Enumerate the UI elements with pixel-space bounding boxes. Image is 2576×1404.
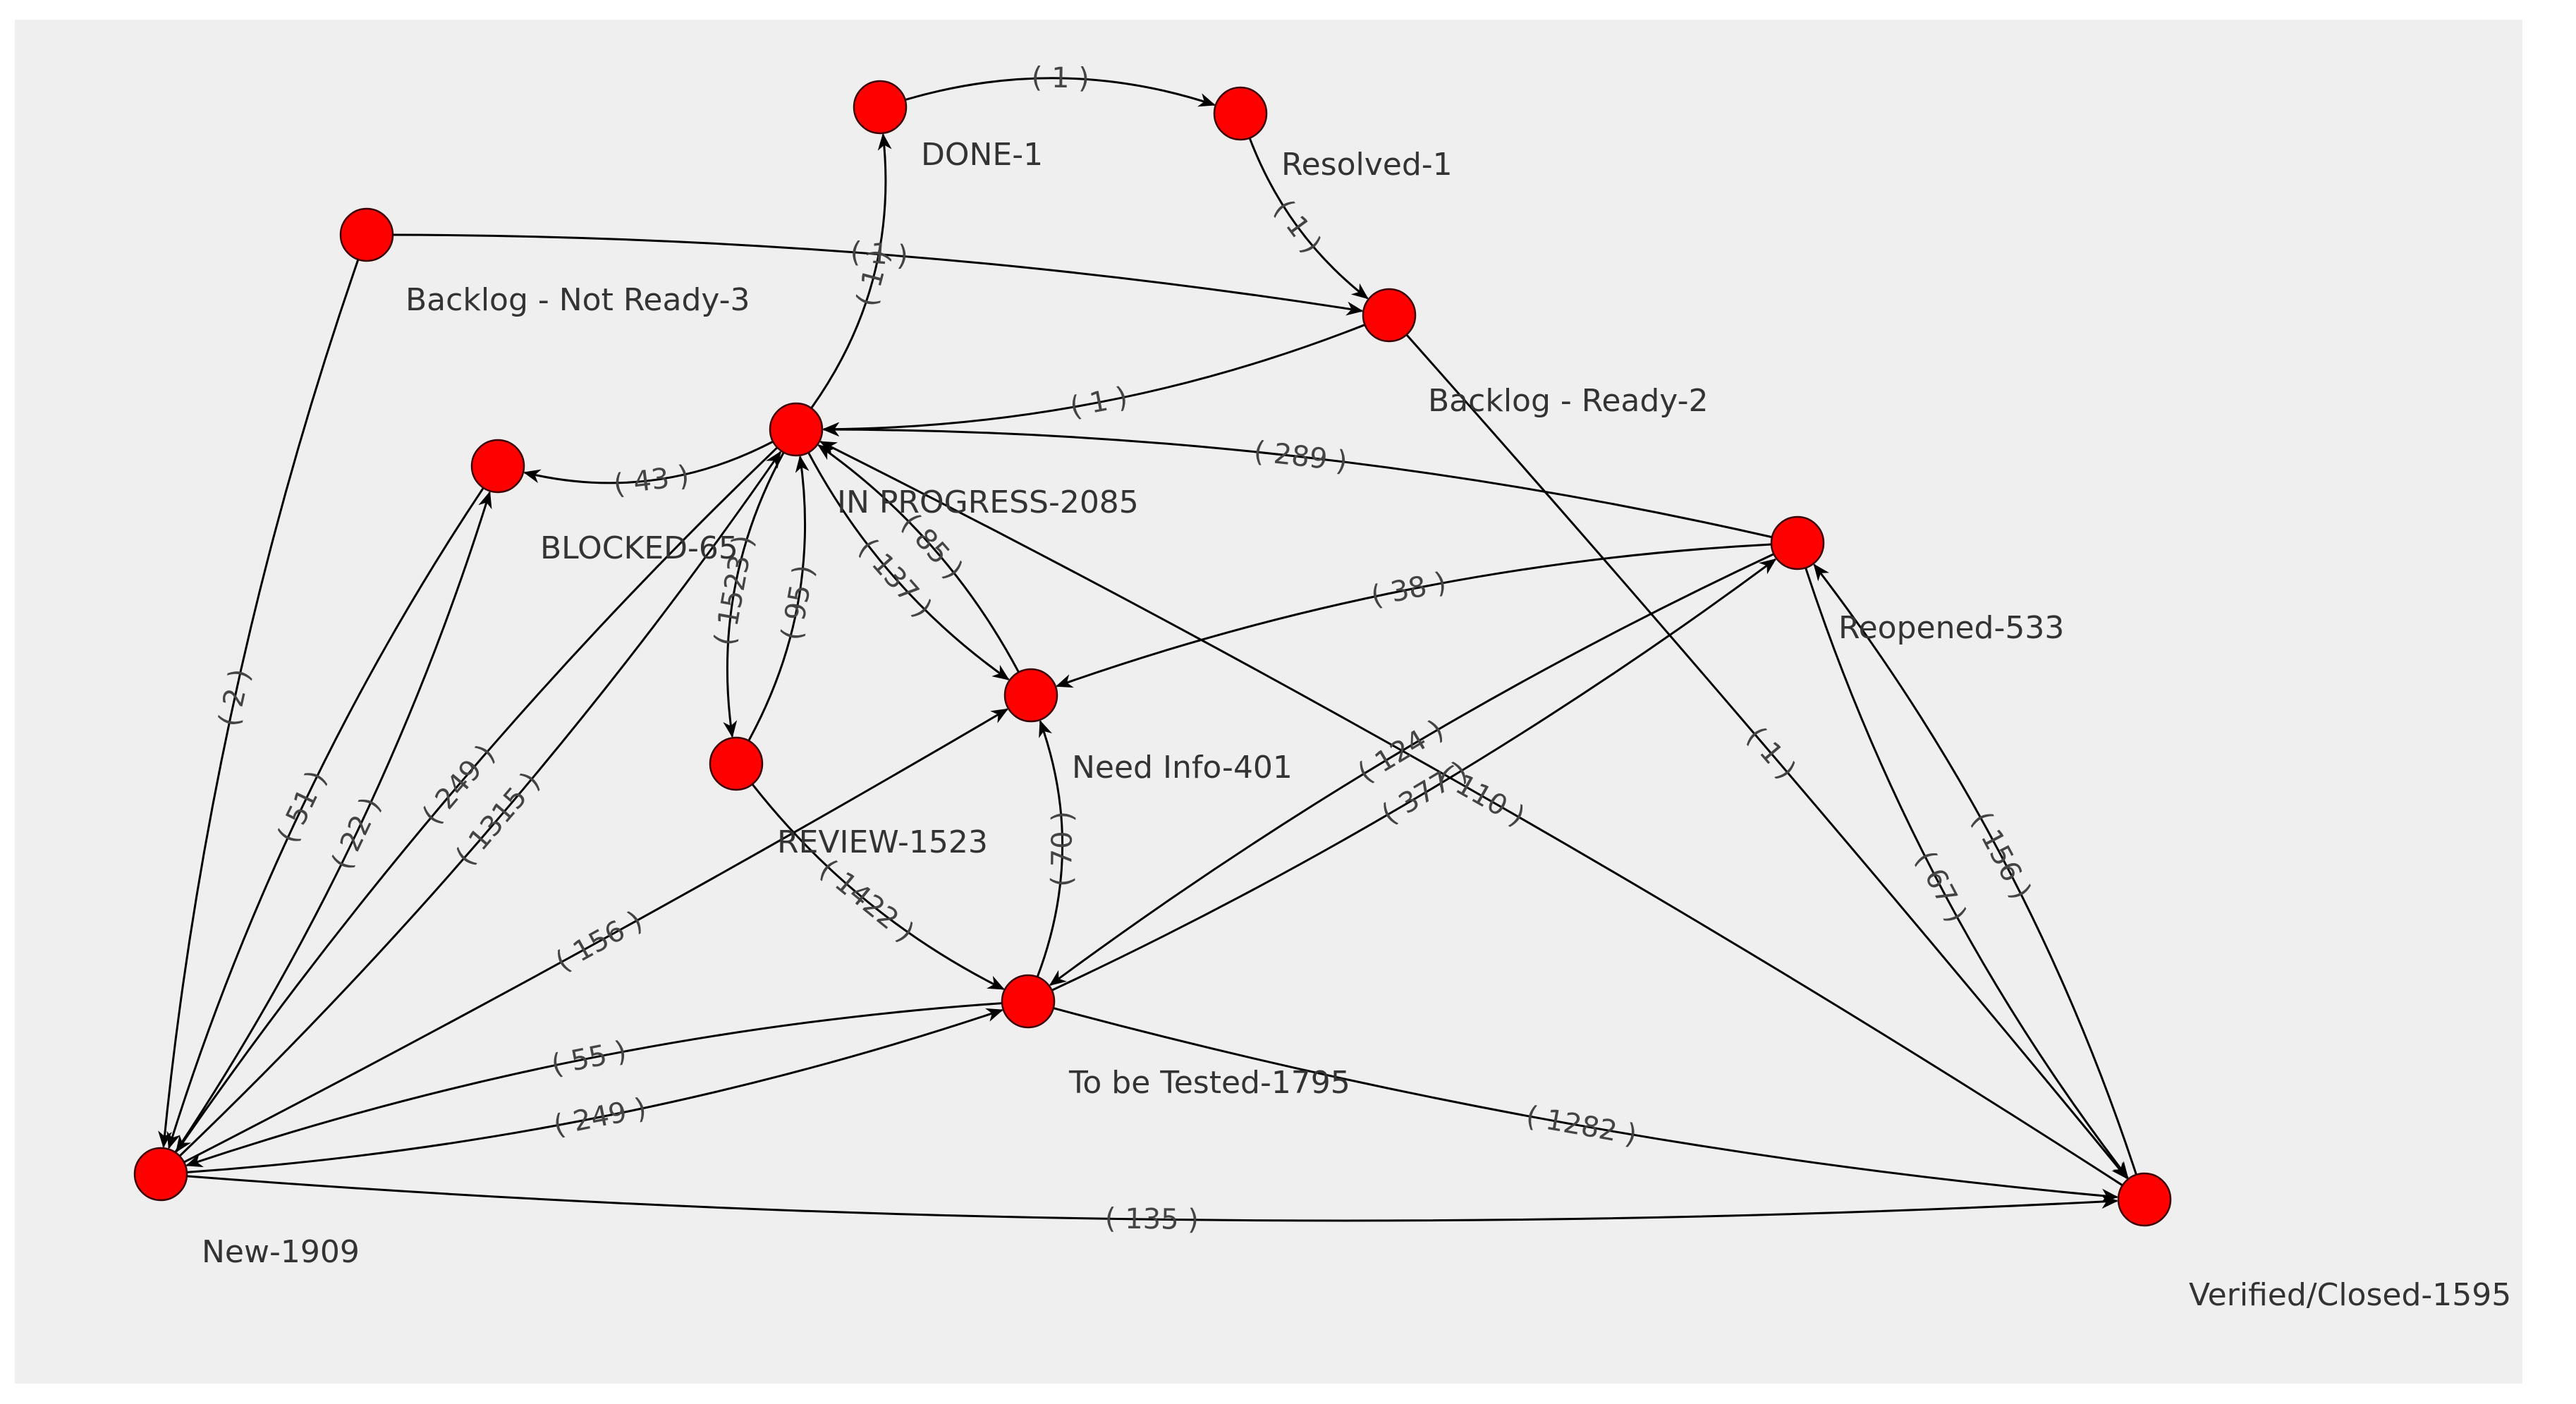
edge-new-to-in_progress bbox=[178, 451, 782, 1157]
edge-new-to-blocked bbox=[174, 491, 492, 1154]
node-in_progress[interactable] bbox=[769, 402, 824, 457]
edge-label-to_be_tested-to-need_info: ( 70 ) bbox=[1046, 811, 1079, 887]
edge-to_be_tested-to-reopened bbox=[1051, 558, 1777, 991]
edge-to_be_tested-to-new bbox=[185, 1002, 1003, 1168]
edge-review-to-in_progress bbox=[747, 455, 810, 742]
node-backlog_r[interactable] bbox=[1362, 288, 1417, 343]
edge-label-done-to-resolved: ( 1 ) bbox=[1031, 61, 1089, 94]
node-label-need_info: Need Info-401 bbox=[1072, 750, 1293, 786]
edge-label-verified-to-reopened: ( 156 ) bbox=[1965, 807, 2037, 905]
edge-reopened-to-to_be_tested bbox=[1049, 553, 1775, 986]
edge-in_progress-to-need_info bbox=[807, 451, 1010, 680]
node-resolved[interactable] bbox=[1213, 86, 1268, 141]
node-label-blocked: BLOCKED-65 bbox=[540, 530, 738, 566]
edge-label-resolved-to-backlog_r: ( 1 ) bbox=[1267, 194, 1328, 260]
node-label-review: REVIEW-1523 bbox=[777, 824, 988, 860]
edge-backlog_r-to-in_progress bbox=[822, 324, 1366, 437]
edge-new-to-verified bbox=[186, 1175, 2119, 1222]
node-blocked[interactable] bbox=[470, 439, 525, 494]
edge-label-in_progress-to-blocked: ( 43 ) bbox=[611, 460, 690, 501]
node-label-resolved: Resolved-1 bbox=[1281, 147, 1453, 183]
node-to_be_tested[interactable] bbox=[1001, 974, 1056, 1029]
edge-label-new-to-blocked: ( 22 ) bbox=[325, 792, 387, 874]
node-done[interactable] bbox=[853, 80, 908, 135]
node-label-new: New-1909 bbox=[202, 1234, 360, 1270]
graph-panel: ( 1 )( 1 )( 1 )( 2 )( 1 )( 1 )( 1 )( 43 … bbox=[15, 20, 2522, 1384]
edge-reopened-to-in_progress bbox=[822, 422, 1773, 539]
node-review[interactable] bbox=[709, 736, 764, 791]
edge-need_info-to-in_progress bbox=[817, 444, 1020, 673]
edge-reopened-to-verified bbox=[1805, 567, 2129, 1179]
edge-verified-to-reopened bbox=[1813, 563, 2137, 1176]
node-label-done: DONE-1 bbox=[921, 137, 1043, 173]
node-label-backlog_r: Backlog - Ready-2 bbox=[1428, 383, 1708, 419]
edge-verified-to-in_progress bbox=[819, 441, 2123, 1187]
node-label-in_progress: IN PROGRESS-2085 bbox=[837, 484, 1139, 520]
edge-in_progress-to-done bbox=[810, 133, 892, 409]
edge-label-reopened-to-need_info: ( 38 ) bbox=[1368, 566, 1448, 613]
edge-label-backlog_r-to-in_progress: ( 1 ) bbox=[1068, 381, 1130, 424]
edge-label-backlog_nr-to-backlog_r: ( 1 ) bbox=[849, 236, 909, 272]
edge-resolved-to-backlog_r bbox=[1248, 138, 1369, 300]
edge-label-backlog_r-to-verified: ( 1 ) bbox=[1740, 721, 1802, 786]
edge-in_progress-to-new bbox=[175, 446, 779, 1153]
edge-label-backlog_nr-to-new: ( 2 ) bbox=[213, 666, 257, 729]
edge-in_progress-to-review bbox=[723, 451, 785, 738]
node-verified[interactable] bbox=[2117, 1172, 2172, 1227]
edge-label-blocked-to-new: ( 51 ) bbox=[271, 766, 334, 848]
transition-graph: ( 1 )( 1 )( 1 )( 2 )( 1 )( 1 )( 1 )( 43 … bbox=[133, 61, 2511, 1313]
edge-blocked-to-new bbox=[166, 487, 484, 1149]
edge-label-new-to-to_be_tested: ( 249 ) bbox=[551, 1092, 649, 1142]
edge-to_be_tested-to-need_info bbox=[1036, 719, 1064, 977]
node-backlog_nr[interactable] bbox=[339, 207, 394, 262]
node-need_info[interactable] bbox=[1003, 668, 1058, 723]
edge-label-new-to-verified: ( 135 ) bbox=[1105, 1202, 1200, 1236]
node-label-to_be_tested: To be Tested-1795 bbox=[1068, 1065, 1350, 1101]
edge-label-reopened-to-in_progress: ( 289 ) bbox=[1252, 435, 1349, 478]
edge-label-to_be_tested-to-new: ( 55 ) bbox=[549, 1035, 629, 1082]
edge-review-to-to_be_tested bbox=[751, 783, 1005, 990]
edge-label-to_be_tested-to-verified: ( 1282 ) bbox=[1524, 1100, 1640, 1152]
edge-label-review-to-to_be_tested: ( 1422 ) bbox=[813, 853, 920, 949]
edge-reopened-to-need_info bbox=[1055, 543, 1772, 688]
edge-in_progress-to-blocked bbox=[523, 440, 774, 484]
edge-to_be_tested-to-verified bbox=[1053, 1007, 2119, 1203]
edge-label-review-to-in_progress: ( 95 ) bbox=[775, 563, 820, 643]
edge-new-to-need_info bbox=[183, 708, 1009, 1164]
node-label-verified: Verified/Closed-1595 bbox=[2189, 1277, 2511, 1313]
edge-label-new-to-need_info: ( 156 ) bbox=[550, 905, 648, 978]
edge-done-to-resolved bbox=[905, 77, 1216, 107]
node-new[interactable] bbox=[133, 1147, 188, 1202]
edge-backlog_nr-to-new bbox=[158, 259, 360, 1149]
edge-label-reopened-to-verified: ( 67 ) bbox=[1909, 846, 1973, 928]
edge-backlog_r-to-verified bbox=[1405, 334, 2128, 1180]
edge-new-to-to_be_tested bbox=[186, 1008, 1003, 1173]
node-label-reopened: Reopened-533 bbox=[1838, 610, 2064, 646]
node-reopened[interactable] bbox=[1770, 515, 1825, 570]
node-label-backlog_nr: Backlog - Not Ready-3 bbox=[405, 282, 750, 318]
